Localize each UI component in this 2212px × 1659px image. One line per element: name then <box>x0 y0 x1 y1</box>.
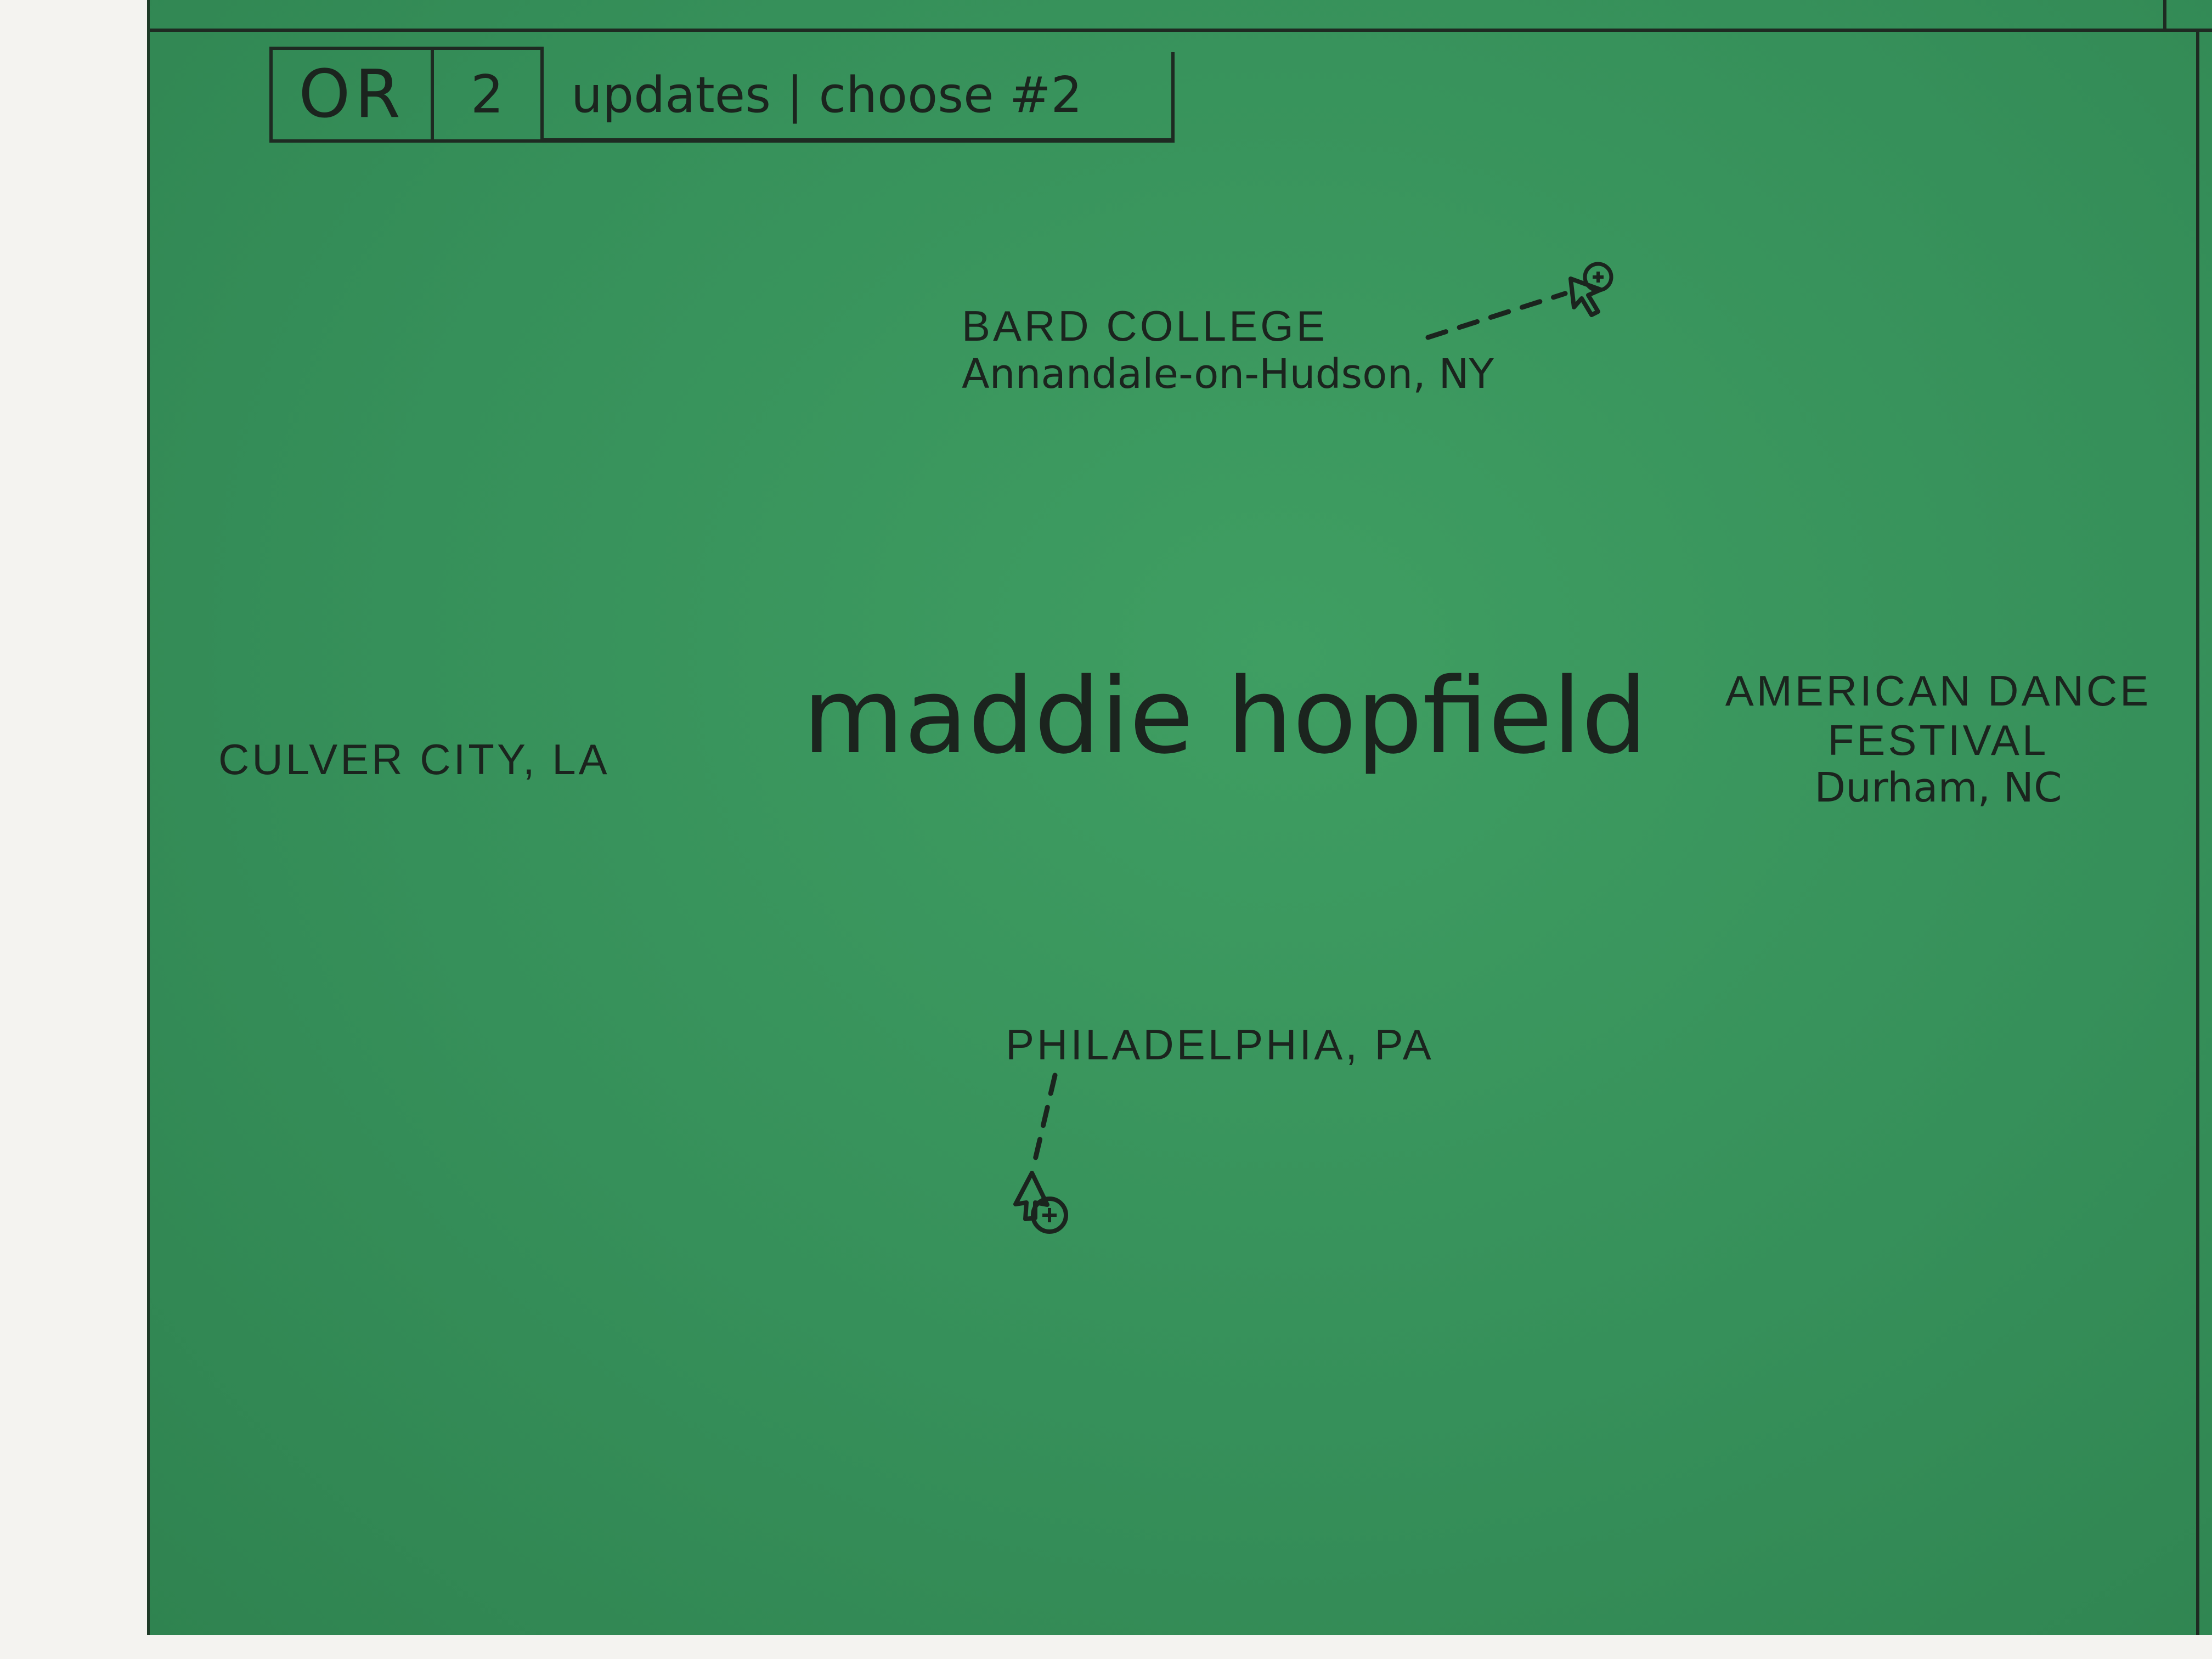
node-culver-city[interactable]: CULVER CITY, LA <box>218 735 610 785</box>
node-title: AMERICAN DANCE FESTIVAL <box>1725 667 2152 764</box>
top-edge-tick <box>2163 0 2166 30</box>
update-count-badge[interactable]: 2 <box>434 47 544 143</box>
node-american-dance-festival[interactable]: AMERICAN DANCE FESTIVAL Durham, NC <box>1719 667 2158 811</box>
app-canvas: OR 2 updates | choose #2 BARD COLLEGE An… <box>147 0 2212 1635</box>
update-prompt: updates | choose #2 <box>544 52 1175 143</box>
node-title: CULVER CITY, LA <box>218 735 610 783</box>
top-divider <box>150 29 2212 32</box>
node-bard-college[interactable]: BARD COLLEGE Annandale-on-Hudson, NY <box>962 302 1494 398</box>
toolbar: OR 2 updates | choose #2 <box>269 47 1175 143</box>
node-subtitle: Durham, NC <box>1814 764 2062 812</box>
node-subtitle: Annandale-on-Hudson, NY <box>962 350 1494 398</box>
node-title: PHILADELPHIA, PA <box>1006 1020 1434 1069</box>
cursor-icon <box>1568 262 1613 317</box>
node-philadelphia[interactable]: PHILADELPHIA, PA <box>1006 1020 1434 1070</box>
node-title: BARD COLLEGE <box>962 302 1328 350</box>
right-divider <box>2196 30 2199 1635</box>
philadelphia-cursor-connector <box>1013 1073 1068 1234</box>
person-name: maddie hopfield <box>803 656 1648 777</box>
app-logo[interactable]: OR <box>269 47 434 143</box>
bard-cursor-connector <box>1425 262 1613 340</box>
cursor-icon <box>1013 1171 1068 1234</box>
